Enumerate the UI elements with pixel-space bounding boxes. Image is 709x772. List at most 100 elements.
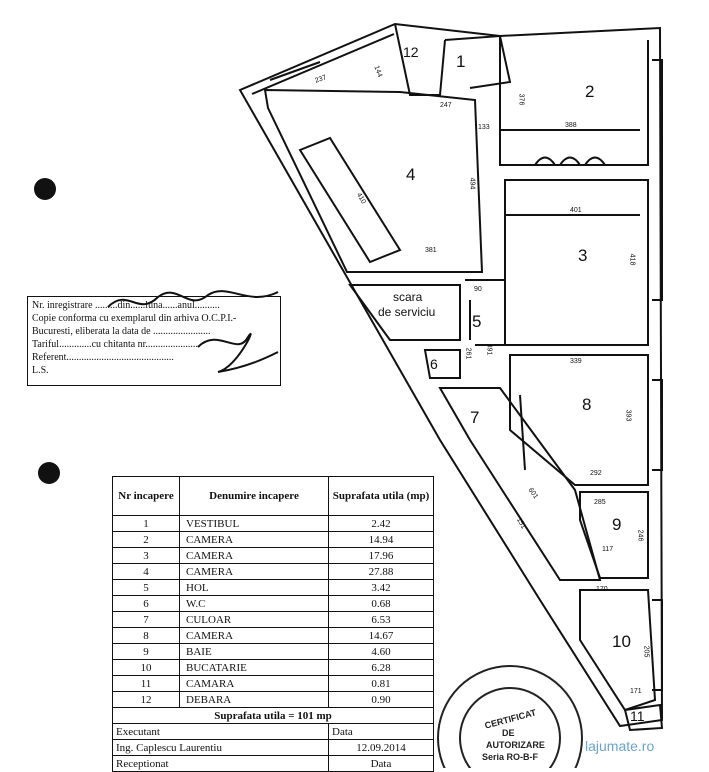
seal-text-4: Seria RO-B-F bbox=[482, 752, 539, 762]
room-name-cell: W.C bbox=[179, 595, 329, 612]
seal-text-3: AUTORIZARE bbox=[486, 740, 545, 750]
room-nr-cell: 1 bbox=[112, 515, 180, 532]
rooms-table: Nr incapere Denumire incapere Suprafata … bbox=[112, 476, 434, 772]
dimension-label: 381 bbox=[425, 247, 437, 254]
dimension-label: 133 bbox=[478, 124, 490, 131]
executant-label: Executant bbox=[112, 723, 329, 740]
dimension-label: 388 bbox=[565, 122, 577, 129]
room-nr-cell: 12 bbox=[112, 691, 180, 708]
table-header-row: Nr incapere Denumire incapere Suprafata … bbox=[112, 476, 434, 516]
stamp-line: L.S. bbox=[32, 365, 49, 376]
dimension-label: 171 bbox=[630, 688, 642, 695]
room-number-4: 4 bbox=[406, 165, 416, 184]
dimension-label: 261 bbox=[464, 347, 472, 360]
total-area: Suprafata utila = 101 mp bbox=[112, 707, 434, 724]
room-area-cell: 0.90 bbox=[328, 691, 434, 708]
certificate-stamp: Nr. inregistrare .........din......luna.… bbox=[27, 290, 281, 386]
room-number-7: 7 bbox=[470, 408, 480, 427]
seal-text-2: DE bbox=[502, 728, 515, 738]
dimension-label: 117 bbox=[602, 546, 614, 553]
dimension-label: 170 bbox=[596, 586, 608, 593]
dimension-label: 401 bbox=[570, 207, 582, 214]
dimension-label: 292 bbox=[590, 470, 602, 477]
dimension-label: 247 bbox=[440, 102, 452, 109]
col-header-area: Suprafata utila (mp) bbox=[328, 476, 434, 516]
room-nr-cell: 3 bbox=[112, 547, 180, 564]
room-number-5: 5 bbox=[472, 312, 482, 331]
stamp-line: Copie conforma cu exemplarul din arhiva … bbox=[32, 313, 237, 324]
room-area-cell: 14.94 bbox=[328, 531, 434, 548]
dimension-label: 285 bbox=[594, 499, 606, 506]
receptionat-label: Receptionat bbox=[112, 755, 329, 772]
room-nr-cell: 7 bbox=[112, 611, 180, 628]
stamp-line: Bucuresti, eliberata la data de ........… bbox=[32, 326, 211, 337]
room-area-cell: 3.42 bbox=[328, 579, 434, 596]
stamp-line: Referent................................… bbox=[32, 352, 174, 363]
room-number-8: 8 bbox=[582, 395, 592, 414]
receptionat-row: Receptionat Data bbox=[112, 755, 434, 772]
room-nr-cell: 11 bbox=[112, 675, 180, 692]
room-name-cell: VESTIBUL bbox=[179, 515, 329, 532]
room-number-10: 10 bbox=[612, 632, 631, 651]
room-number-6: 6 bbox=[430, 356, 438, 372]
stair-label-1: scara bbox=[393, 290, 423, 304]
data-label: Data bbox=[328, 723, 434, 740]
data-label-2: Data bbox=[328, 755, 434, 772]
room-nr-cell: 4 bbox=[112, 563, 180, 580]
room-name-cell: CAMERA bbox=[179, 627, 329, 644]
dimension-label: 376 bbox=[517, 93, 525, 106]
stamp-line: Tariful.............cu chitanta nr......… bbox=[32, 339, 198, 350]
room-name-cell: CULOAR bbox=[179, 611, 329, 628]
executant-name: Ing. Caplescu Laurentiu bbox=[112, 739, 329, 756]
room-name-cell: CAMERA bbox=[179, 563, 329, 580]
room-name-cell: CAMERA bbox=[179, 547, 329, 564]
date-value: 12.09.2014 bbox=[328, 739, 434, 756]
room-name-cell: CAMERA bbox=[179, 531, 329, 548]
room-number-11: 11 bbox=[630, 708, 645, 724]
room-nr-cell: 2 bbox=[112, 531, 180, 548]
dimension-label: 393 bbox=[624, 409, 632, 422]
room-area-cell: 27.88 bbox=[328, 563, 434, 580]
dimension-label: 205 bbox=[642, 645, 650, 658]
room-name-cell: DEBARA bbox=[179, 691, 329, 708]
room-number-9: 9 bbox=[612, 515, 622, 534]
stamp-line: Nr. inregistrare .........din......luna.… bbox=[32, 300, 220, 311]
dimension-label: 391 bbox=[485, 343, 493, 356]
room-nr-cell: 9 bbox=[112, 643, 180, 660]
room-nr-cell: 10 bbox=[112, 659, 180, 676]
bullet-mark bbox=[34, 178, 56, 200]
stair-label-2: de serviciu bbox=[378, 305, 436, 319]
room-area-cell: 4.60 bbox=[328, 643, 434, 660]
room-area-cell: 0.68 bbox=[328, 595, 434, 612]
bullet-mark bbox=[38, 462, 60, 484]
signature-scribble bbox=[107, 290, 279, 373]
executant-row: Executant Data bbox=[112, 723, 434, 740]
room-area-cell: 6.28 bbox=[328, 659, 434, 676]
room-nr-cell: 6 bbox=[112, 595, 180, 612]
room-nr-cell: 8 bbox=[112, 627, 180, 644]
room-number-12: 12 bbox=[403, 44, 419, 60]
executant-name-row: Ing. Caplescu Laurentiu 12.09.2014 bbox=[112, 739, 434, 756]
dimension-label: 90 bbox=[474, 286, 482, 293]
room-area-cell: 6.53 bbox=[328, 611, 434, 628]
col-header-nr: Nr incapere bbox=[112, 476, 180, 516]
room-name-cell: HOL bbox=[179, 579, 329, 596]
room-area-cell: 14.67 bbox=[328, 627, 434, 644]
room-name-cell: CAMARA bbox=[179, 675, 329, 692]
room-number-1: 1 bbox=[456, 52, 466, 71]
room-nr-cell: 5 bbox=[112, 579, 180, 596]
dimension-label: 494 bbox=[468, 177, 476, 190]
room-area-cell: 17.96 bbox=[328, 547, 434, 564]
